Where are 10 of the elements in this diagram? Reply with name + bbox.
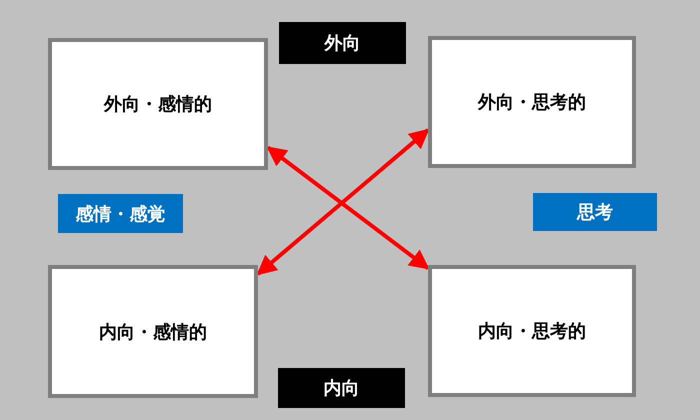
axis-label: 思考 [533,193,657,231]
quadrant-box: 内向・感情的 [48,265,258,398]
axis-label: 感情・感覚 [58,194,183,233]
double-arrow [266,146,430,270]
quadrant-box: 外向・感情的 [48,38,268,170]
heading-label: 外向 [279,22,406,64]
heading-label: 内向 [278,368,405,408]
double-arrow [256,128,430,276]
quadrant-box: 内向・思考的 [428,265,636,397]
quadrant-box: 外向・思考的 [428,36,636,168]
